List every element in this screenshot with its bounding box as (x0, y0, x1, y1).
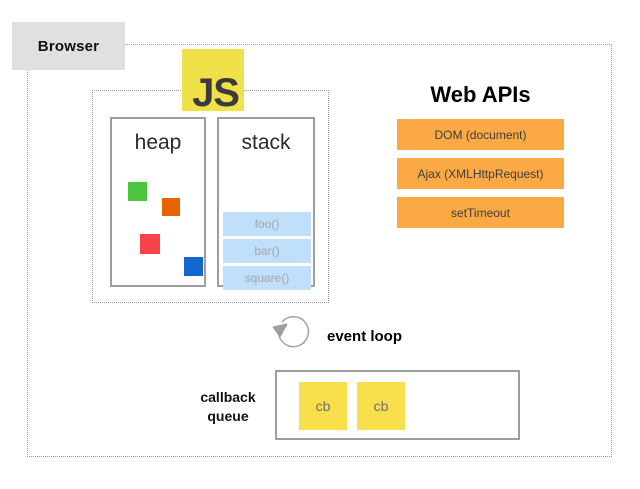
stack-frame: bar() (223, 239, 311, 263)
callback-queue-item: cb (299, 382, 347, 430)
event-loop-label: event loop (327, 328, 403, 345)
heap-object-green (128, 182, 147, 201)
heap-object-blue (184, 257, 203, 276)
stack-title: stack (241, 131, 291, 154)
stack-frame: foo() (223, 212, 311, 236)
browser-boundary (27, 44, 612, 457)
javascript-logo: JS (182, 49, 244, 115)
web-api-item: DOM (document) (397, 119, 564, 150)
stack-panel: stack foo() bar() square() (217, 117, 315, 290)
heap-title: heap (134, 131, 182, 154)
web-api-item: Ajax (XMLHttpRequest) (397, 158, 564, 189)
javascript-logo-text: JS (192, 71, 240, 115)
callback-queue-label-line1: callback (200, 389, 256, 405)
web-apis-title: Web APIs (430, 82, 531, 107)
browser-label-box: Browser (12, 22, 125, 70)
callback-queue-label-line2: queue (207, 408, 249, 424)
web-api-item: setTimeout (397, 197, 564, 228)
heap-panel: heap (110, 117, 206, 287)
heap-object-red (140, 234, 160, 254)
event-loop-arrow-icon (270, 313, 314, 357)
browser-label: Browser (37, 37, 100, 55)
stack-frame: square() (223, 266, 311, 290)
callback-queue-item: cb (357, 382, 405, 430)
heap-object-orange (162, 198, 180, 216)
callback-queue-label: callback queue (190, 388, 266, 426)
